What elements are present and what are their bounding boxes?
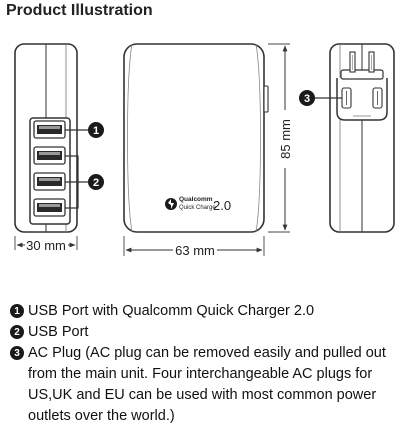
legend-item: 1 USB Port with Qualcomm Quick Charger 2… <box>10 301 405 322</box>
usb-port <box>33 198 66 217</box>
callout-2: 2 <box>88 174 104 190</box>
quick-charge-logo: Qualcomm Quick Charge 2.0 <box>165 196 231 213</box>
legend: 1 USB Port with Qualcomm Quick Charger 2… <box>10 301 405 427</box>
front-view-body <box>123 43 265 233</box>
legend-text: USB Port <box>28 324 89 340</box>
legend-number: 3 <box>10 346 24 360</box>
callout-3-label: 3 <box>304 93 310 105</box>
diagram-title: Product Illustration <box>6 2 153 19</box>
legend-item: 2 USB Port <box>10 322 405 343</box>
callout-1-label: 1 <box>93 125 99 137</box>
legend-text: AC Plug (AC plug can be removed easily a… <box>28 345 386 424</box>
legend-text: USB Port with Qualcomm Quick Charger 2.0 <box>28 303 315 319</box>
usb-port-housing <box>29 117 71 225</box>
usb-port <box>33 120 66 139</box>
dimension-width-front: 63 mm <box>175 243 215 258</box>
side-button <box>263 85 269 113</box>
side-view: 1 2 30 mm <box>14 43 104 253</box>
front-view: Qualcomm Quick Charge 2.0 63 mm <box>123 43 269 258</box>
usb-port <box>33 146 66 165</box>
callout-3: 3 <box>299 90 315 106</box>
logo-brand: Qualcomm <box>179 196 213 203</box>
height-dimension: 85 mm <box>268 43 293 233</box>
logo-version: 2.0 <box>213 198 231 213</box>
legend-number: 1 <box>10 304 24 318</box>
legend-number: 2 <box>10 325 24 339</box>
usb-port <box>33 172 66 191</box>
callout-2-label: 2 <box>93 177 99 189</box>
dimension-height: 85 mm <box>278 119 293 159</box>
ac-plug <box>336 51 388 121</box>
product-diagram: 1 2 30 mm Qualcomm Quick Charge 2.0 6 <box>14 43 395 258</box>
legend-item: 3 AC Plug (AC plug can be removed easily… <box>10 343 405 427</box>
logo-product: Quick Charge <box>179 205 216 211</box>
dimension-width-side: 30 mm <box>26 238 66 253</box>
callout-1: 1 <box>88 122 104 138</box>
back-view: 3 <box>299 43 395 233</box>
